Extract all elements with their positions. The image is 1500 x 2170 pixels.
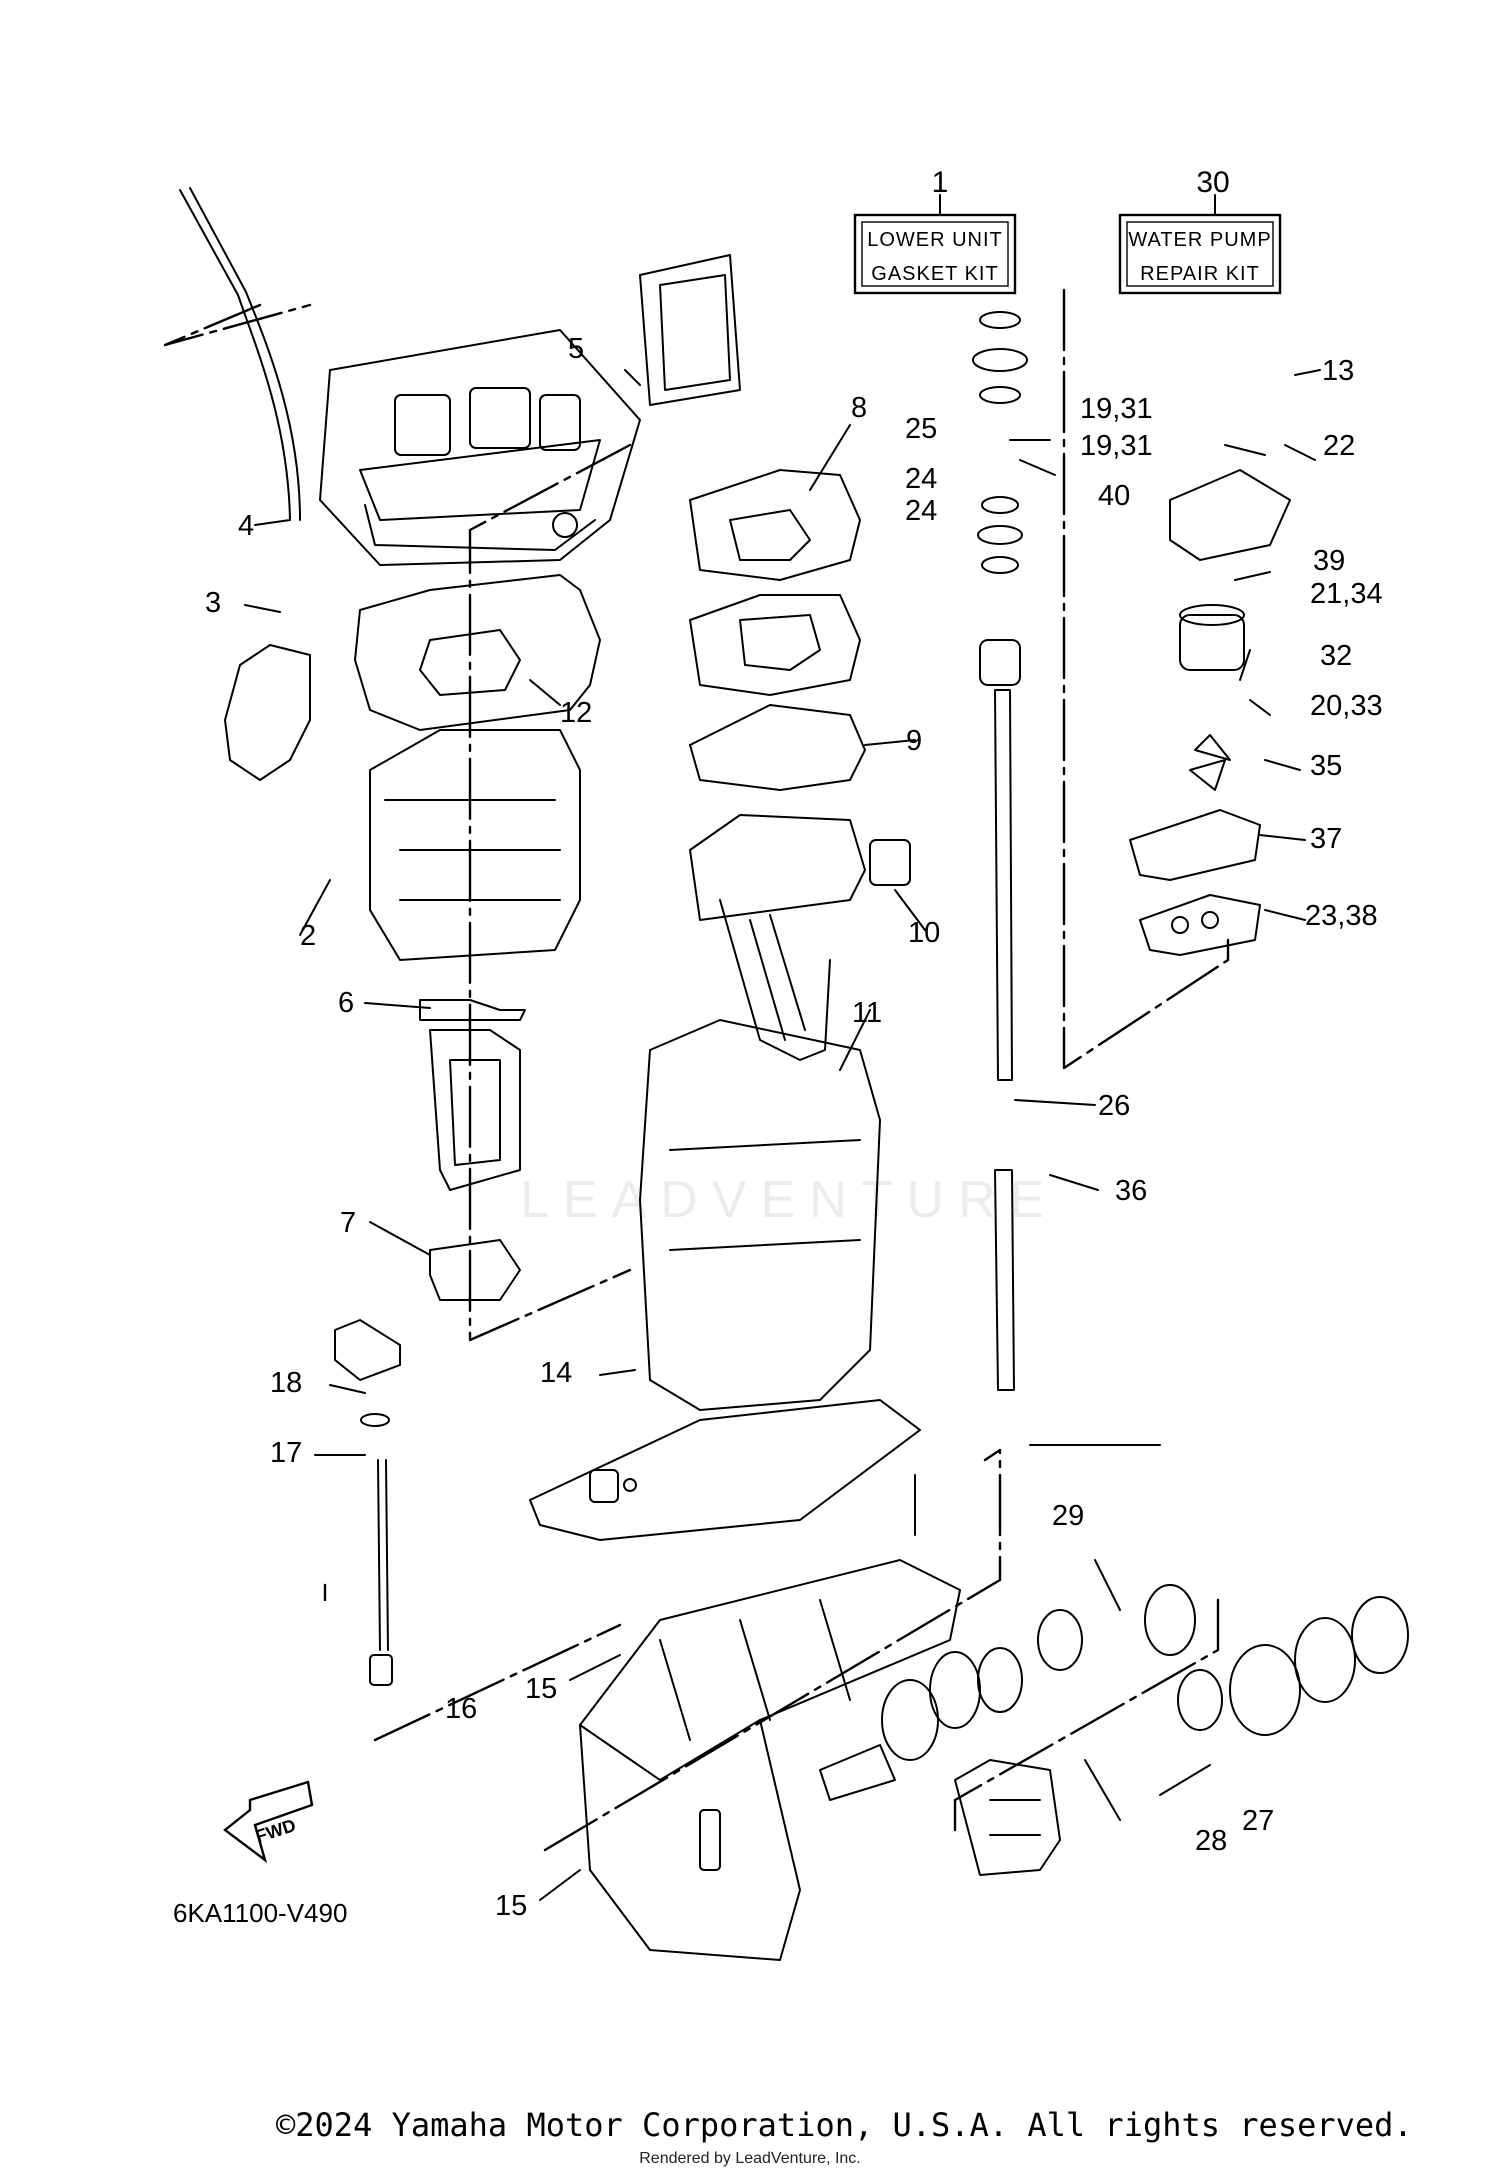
- part-label-24[interactable]: 24: [905, 463, 937, 495]
- part-label-7[interactable]: 7: [340, 1207, 356, 1239]
- part-label-40[interactable]: 40: [1098, 480, 1130, 512]
- part-label-14[interactable]: 14: [540, 1357, 572, 1389]
- part-label-36[interactable]: 36: [1115, 1175, 1147, 1207]
- water-pump: [1129, 469, 1291, 956]
- part-label-8[interactable]: 8: [851, 392, 867, 424]
- part-label-11[interactable]: 11: [852, 997, 882, 1029]
- fwd-arrow-icon: [223, 1780, 314, 1864]
- part-label-22[interactable]: 22: [1323, 430, 1355, 462]
- watermark: LEADVENTURE: [520, 1171, 1059, 1229]
- part-label-35[interactable]: 35: [1310, 750, 1342, 782]
- part-label-9[interactable]: 9: [906, 725, 922, 757]
- drive-shaft-housing: [224, 644, 581, 1301]
- part-label-3[interactable]: 3: [205, 587, 221, 619]
- kit-lower-unit-line1: LOWER UNIT: [867, 229, 1003, 251]
- part-label-6[interactable]: 6: [338, 987, 354, 1019]
- group-boundary-lines: [163, 288, 1230, 1852]
- part-label-27[interactable]: 27: [1242, 1805, 1274, 1837]
- part-label-17[interactable]: 17: [270, 1437, 302, 1469]
- part-label-16[interactable]: 16: [445, 1693, 477, 1725]
- part-label-23-38[interactable]: 23,38: [1305, 900, 1378, 932]
- part-label-18[interactable]: 18: [270, 1367, 302, 1399]
- prop-shaft-assembly: [881, 1584, 1409, 1876]
- rendered-by: Rendered by LeadVenture, Inc.: [639, 2150, 861, 2167]
- part-label-13[interactable]: 13: [1322, 355, 1354, 387]
- lower-housing: [529, 1019, 921, 1541]
- upper-casing: [179, 187, 741, 566]
- kit-box-water-pump: [1118, 213, 1282, 295]
- part-label-19-31[interactable]: 19,31: [1080, 393, 1153, 425]
- part-label-2[interactable]: 2: [300, 920, 316, 952]
- part-label-12[interactable]: 12: [560, 697, 592, 729]
- kit-box-lower-unit: [853, 213, 1017, 295]
- part-label-32[interactable]: 32: [1320, 640, 1352, 672]
- part-label-10[interactable]: 10: [908, 917, 940, 949]
- copyright-notice: ©2024 Yamaha Motor Corporation, U.S.A. A…: [276, 2106, 1413, 2144]
- part-label-24[interactable]: 24: [905, 495, 937, 527]
- diagram-code: 6KA1100-V490: [173, 1898, 347, 1928]
- kit-water-pump-line2: REPAIR KIT: [1140, 263, 1260, 285]
- drive-shaft: [972, 311, 1028, 1391]
- part-label-37[interactable]: 37: [1310, 823, 1342, 855]
- leader-lines: [244, 194, 1321, 1901]
- shift-rod: [334, 1319, 401, 1686]
- part-label-28[interactable]: 28: [1195, 1825, 1227, 1857]
- part-label-39[interactable]: 39: [1313, 545, 1345, 577]
- part-label-25[interactable]: 25: [905, 413, 937, 445]
- part-label-15[interactable]: 15: [525, 1673, 557, 1705]
- part-label-26[interactable]: 26: [1098, 1090, 1130, 1122]
- kit-number-water-pump: 30: [1196, 166, 1229, 199]
- part-label-19-31[interactable]: 19,31: [1080, 430, 1153, 462]
- kit-lower-unit-line2: GASKET KIT: [871, 263, 998, 285]
- part-label-15[interactable]: 15: [495, 1890, 527, 1922]
- part-label-20-33[interactable]: 20,33: [1310, 690, 1383, 722]
- gear-case: [579, 1559, 961, 1961]
- part-label-29[interactable]: 29: [1052, 1500, 1084, 1532]
- gaskets-upper: [354, 469, 866, 791]
- part-label-4[interactable]: 4: [238, 510, 254, 542]
- part-label-5[interactable]: 5: [568, 333, 584, 365]
- kit-water-pump-line1: WATER PUMP: [1128, 229, 1271, 251]
- exhaust-guide: [689, 814, 911, 1061]
- kit-number-lower-unit: 1: [932, 166, 949, 199]
- part-label-21-34[interactable]: 21,34: [1310, 578, 1383, 610]
